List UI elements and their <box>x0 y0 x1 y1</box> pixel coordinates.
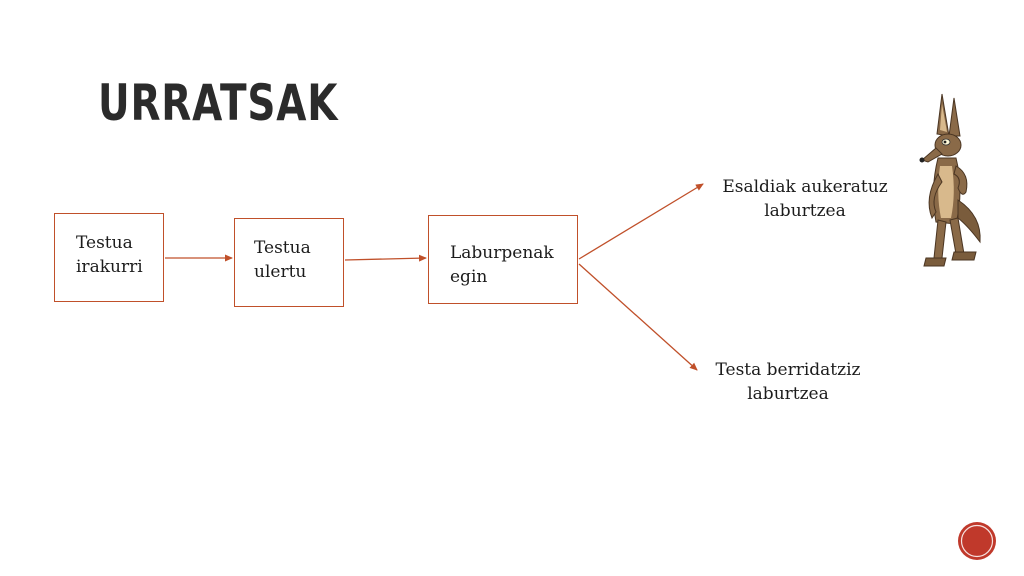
step-label-summarize: Laburpenak egin <box>450 243 554 287</box>
cartoon-coyote-icon <box>919 93 981 267</box>
step-label-read: Testua irakurri <box>76 233 143 277</box>
step-box-understand <box>234 218 344 307</box>
step-label-understand: Testua ulertu <box>254 238 311 282</box>
arrow-summarize-to-rewrite <box>578 263 698 371</box>
outcome-label-select-sentences: Esaldiak aukeratuz laburtzea <box>722 177 888 221</box>
outcome-label-rewrite-text: Testa berridatziz laburtzea <box>715 360 861 404</box>
arrow-summarize-to-select <box>578 183 704 260</box>
page-badge-icon <box>958 522 996 560</box>
step-box-read <box>54 213 164 302</box>
arrow-understand-to-summarize <box>344 254 427 262</box>
step-box-summarize <box>428 215 578 304</box>
slide-title: URRATSAK <box>98 74 339 132</box>
